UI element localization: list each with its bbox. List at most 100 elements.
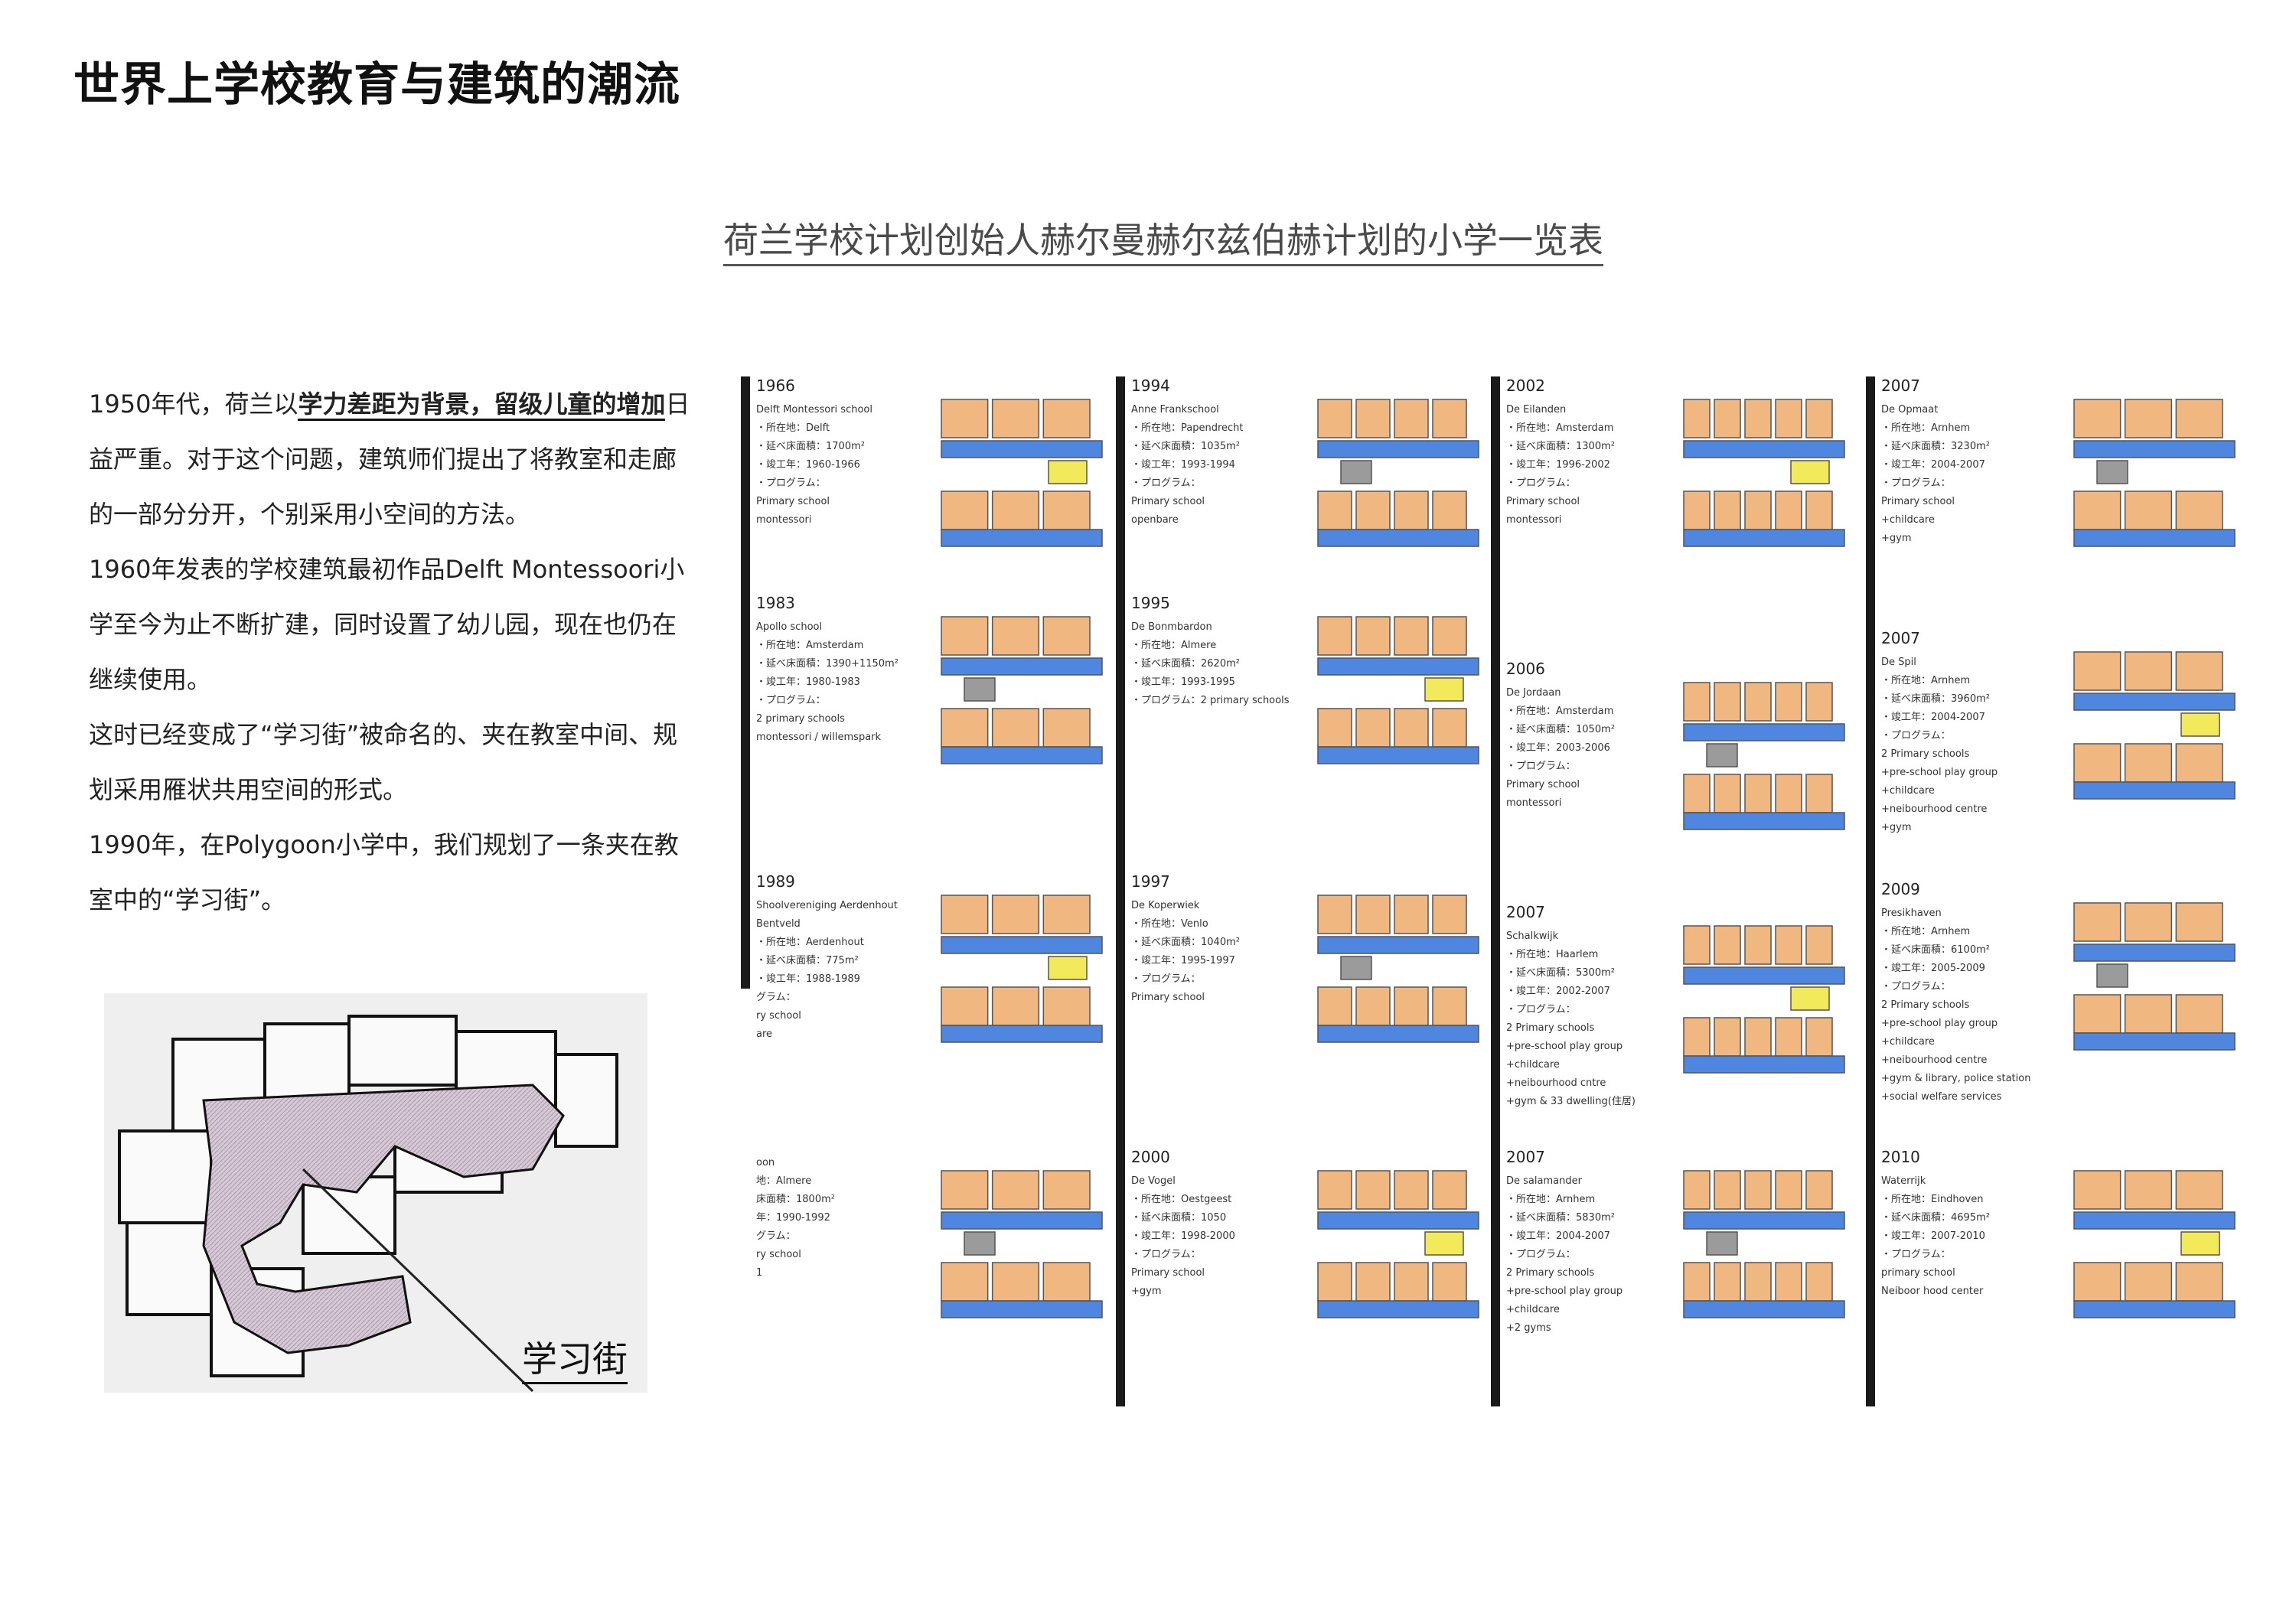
floorplan-room xyxy=(1317,1211,1479,1230)
entry-detail: ・プログラム：2 primary schools xyxy=(1131,695,1290,706)
entry-detail: ・プログラム： xyxy=(1506,477,1576,489)
entry-detail: Shoolvereniging Aerdenhout xyxy=(756,900,898,911)
entry-detail: ・延べ床面積：6100m² xyxy=(1881,944,1990,956)
entry-detail: ・所在地：Amsterdam xyxy=(1506,706,1614,717)
floorplan-room xyxy=(1775,490,1802,530)
entry-detail: Primary school xyxy=(1506,779,1580,790)
floorplan-room xyxy=(1683,1017,1711,1057)
floorplan-thumbnail xyxy=(941,895,1103,1043)
entry-detail: are xyxy=(756,1028,773,1040)
floorplan-room xyxy=(2073,1170,2122,1210)
floorplan-room xyxy=(1683,1262,1711,1302)
entry-detail: ・竣工年：2003-2006 xyxy=(1506,742,1610,754)
entry-detail: ・竣工年：2005-2009 xyxy=(1881,963,1985,974)
entry-detail: De Bonmbardon xyxy=(1131,621,1212,633)
floorplan-room xyxy=(1317,1300,1479,1318)
floorplan-room xyxy=(1790,986,1830,1011)
floorplan-room xyxy=(1714,1017,1741,1057)
floorplan-room xyxy=(941,616,989,656)
entry-detail: +gym xyxy=(1881,822,1912,833)
floorplan-room xyxy=(1042,616,1091,656)
entry-detail: Bentveld xyxy=(756,918,801,930)
entry-detail: +childcare xyxy=(1881,1036,1935,1048)
floorplan-room xyxy=(2073,781,2236,800)
floorplan-room xyxy=(2096,963,2128,988)
entry-detail: ・プログラム： xyxy=(1131,1249,1201,1260)
floorplan-thumbnail xyxy=(1683,399,1845,547)
floorplan-room xyxy=(1805,1017,1833,1057)
floorplan-room xyxy=(1048,956,1088,980)
floorplan-thumbnail xyxy=(941,399,1103,547)
floorplan-thumbnail xyxy=(1317,895,1479,1043)
entry-detail: ・所在地：Arnhem xyxy=(1881,422,1971,434)
floorplan-room xyxy=(1355,616,1391,656)
entry-detail: ・所在地：Amsterdam xyxy=(756,640,864,651)
floorplan-room xyxy=(1683,1300,1845,1318)
entry-detail: ・竣工年：2004-2007 xyxy=(1881,459,1985,471)
floorplan-room xyxy=(1355,490,1391,530)
floorplan-room xyxy=(1317,708,1352,748)
entry-detail: ・所在地：Amsterdam xyxy=(1506,422,1614,434)
entry-detail: ・延べ床面積：775m² xyxy=(756,955,859,966)
entry-detail: ・延べ床面積：4695m² xyxy=(1881,1212,1990,1224)
entry-detail: 2 Primary schools xyxy=(1881,748,1970,760)
floorplan-room xyxy=(1042,1262,1091,1302)
entry-year: 2000 xyxy=(1131,1148,1170,1166)
floorplan-room xyxy=(1683,723,1845,741)
floorplan-room xyxy=(1714,774,1741,813)
entry-detail: ・竣工年：1998-2000 xyxy=(1131,1230,1235,1242)
floorplan-thumbnail xyxy=(1683,682,1845,830)
floorplan-room xyxy=(1744,1170,1772,1210)
entry-year: 2009 xyxy=(1881,880,1920,898)
entry-detail: ・延べ床面積：3960m² xyxy=(1881,693,1990,705)
floorplan-room xyxy=(991,399,1040,438)
floorplan-room xyxy=(2073,994,2122,1034)
entry-detail: ・所在地：Aerdenhout xyxy=(756,937,864,948)
entry-detail: ・プログラム： xyxy=(1881,477,1951,489)
entry-detail: ・延べ床面積：5830m² xyxy=(1506,1212,1615,1224)
floorplan-room xyxy=(1775,399,1802,438)
entry-detail: Schalkwijk xyxy=(1506,930,1559,942)
entry-detail: ・プログラム： xyxy=(756,477,826,489)
floorplan-room xyxy=(2073,1032,2236,1051)
floorplan-room xyxy=(1424,1231,1464,1256)
entry-detail: ・延べ床面積：1050 xyxy=(1131,1212,1227,1224)
floorplan-room xyxy=(2124,490,2173,530)
floorplan-room xyxy=(1775,1170,1802,1210)
floorplan-room xyxy=(1683,682,1711,722)
entry-year: 1994 xyxy=(1131,376,1170,395)
floorplan-room xyxy=(1805,774,1833,813)
entry-detail: ・延べ床面積：3230m² xyxy=(1881,441,1990,452)
floorplan-room xyxy=(1683,925,1711,965)
floorplan-room xyxy=(1042,895,1091,934)
entry-detail: 2 Primary schools xyxy=(1506,1267,1595,1279)
entry-detail: Waterrijk xyxy=(1881,1175,1926,1187)
floorplan-room xyxy=(941,399,989,438)
floorplan-room xyxy=(1805,1170,1833,1210)
intro-p1-pre: 1950年代，荷兰以 xyxy=(89,389,298,419)
floorplan-room xyxy=(1744,774,1772,813)
floorplan-room xyxy=(1432,616,1467,656)
floorplan-room xyxy=(991,1262,1040,1302)
floorplan-room xyxy=(1432,1262,1467,1302)
floorplan-room xyxy=(2175,902,2223,942)
floorplan-room xyxy=(2073,902,2122,942)
floorplan-room xyxy=(1683,774,1711,813)
entry-detail: +childcare xyxy=(1506,1304,1560,1315)
floorplan-room xyxy=(1744,925,1772,965)
floorplan-room xyxy=(1042,986,1091,1026)
floorplan-room xyxy=(1394,490,1429,530)
entry-detail: +pre-school play group xyxy=(1881,1018,1998,1029)
entry-detail: 1 xyxy=(756,1267,763,1279)
floorplan-room xyxy=(1805,1262,1833,1302)
entry-detail: ・所在地：Papendrecht xyxy=(1131,422,1244,434)
entry-detail: De Vogel xyxy=(1131,1175,1176,1187)
floorplan-room xyxy=(1805,682,1833,722)
floorplan-room xyxy=(1317,490,1352,530)
entry-detail: ・所在地：Arnhem xyxy=(1881,675,1971,686)
